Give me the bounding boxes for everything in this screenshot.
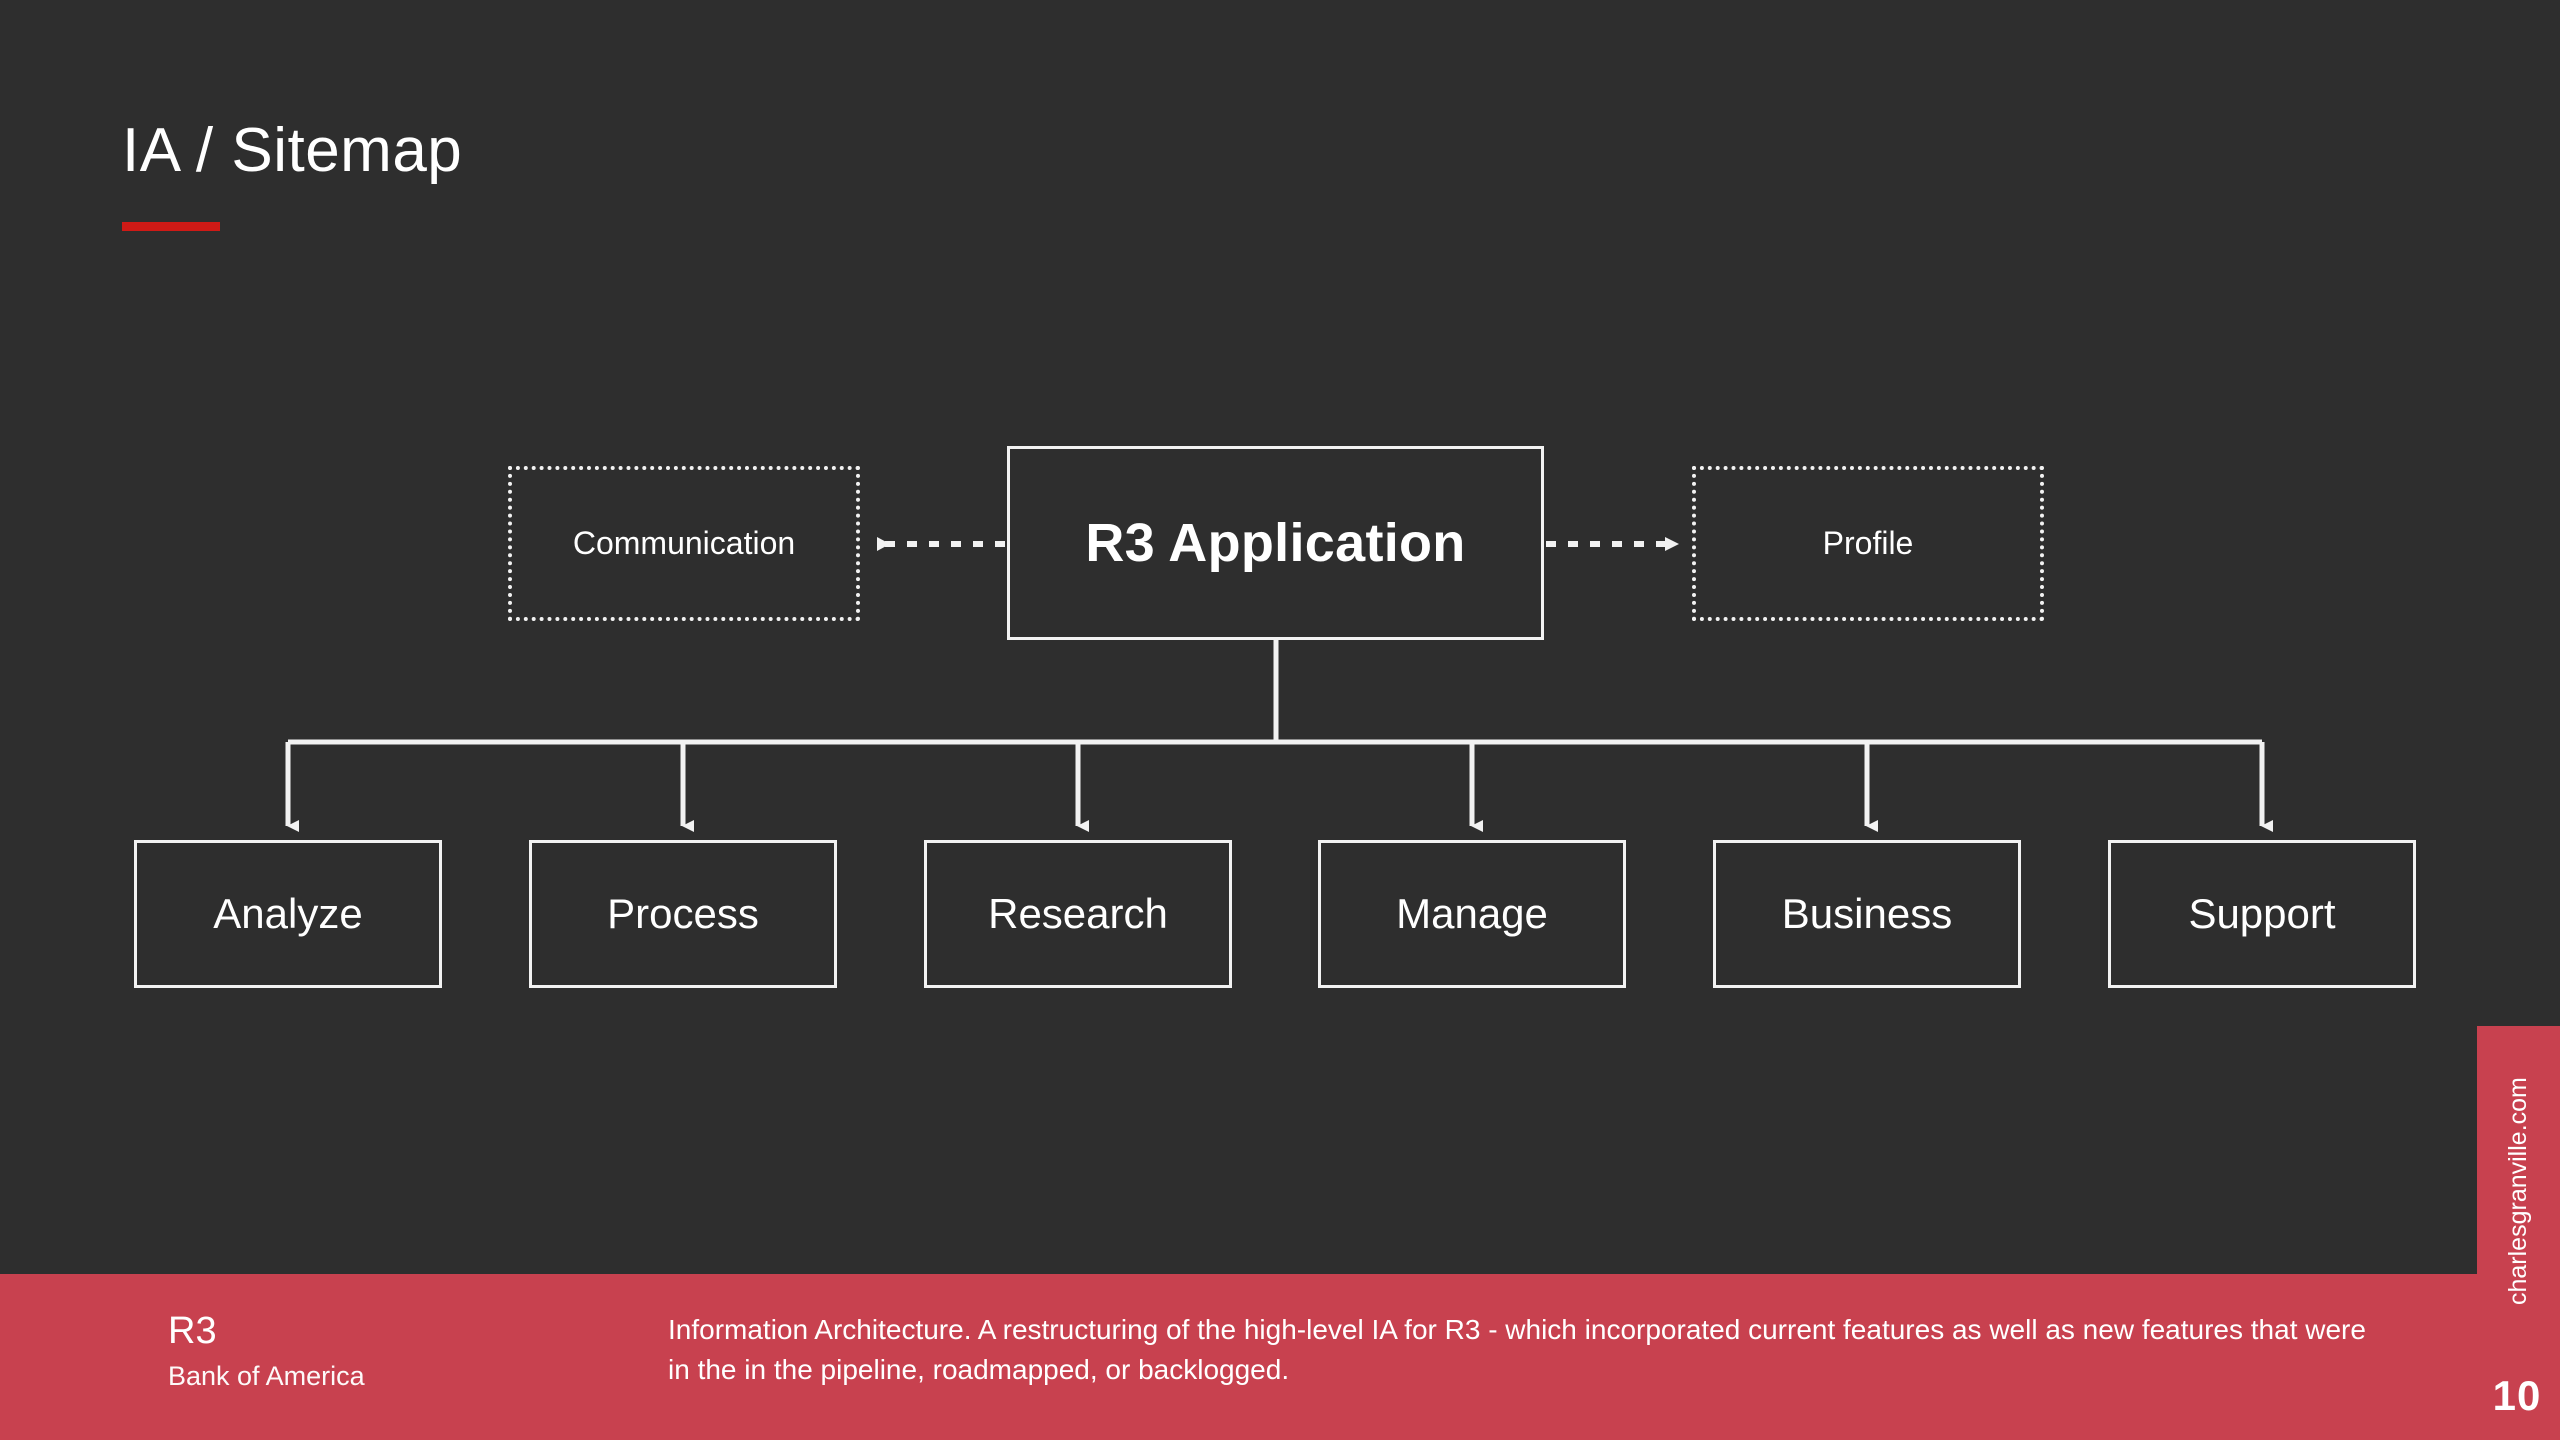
node-support[interactable]: Support bbox=[2108, 840, 2416, 988]
node-analyze[interactable]: Analyze bbox=[134, 840, 442, 988]
node-analyze-label: Analyze bbox=[213, 890, 363, 937]
node-communication[interactable]: Communication bbox=[508, 466, 860, 621]
footer-brand-name: R3 bbox=[168, 1310, 217, 1352]
node-process-label: Process bbox=[607, 890, 759, 937]
page-number: 10 bbox=[2492, 1372, 2542, 1419]
node-r3-application[interactable]: R3 Application bbox=[1007, 446, 1544, 640]
footer-brand: R3 Bank of America bbox=[168, 1310, 365, 1392]
sidebar-strip: charlesgranville.com bbox=[2477, 1026, 2560, 1440]
node-profile[interactable]: Profile bbox=[1692, 466, 2044, 621]
footer-bar bbox=[0, 1274, 2560, 1440]
footer-description: Information Architecture. A restructurin… bbox=[668, 1314, 2366, 1385]
node-communication-label: Communication bbox=[572, 525, 796, 561]
node-research-label: Research bbox=[988, 890, 1168, 937]
sidebar-website-url[interactable]: charlesgranville.com bbox=[2504, 1077, 2532, 1305]
node-business-label: Business bbox=[1781, 890, 1953, 937]
title-accent-rule bbox=[122, 222, 220, 231]
node-manage-label: Manage bbox=[1396, 890, 1548, 937]
node-manage[interactable]: Manage bbox=[1318, 840, 1626, 988]
node-support-label: Support bbox=[2188, 890, 2336, 937]
page-title: IA / Sitemap bbox=[122, 116, 463, 185]
node-business[interactable]: Business bbox=[1713, 840, 2021, 988]
footer-brand-client: Bank of America bbox=[168, 1360, 365, 1391]
node-process[interactable]: Process bbox=[529, 840, 837, 988]
node-research[interactable]: Research bbox=[924, 840, 1232, 988]
node-profile-label: Profile bbox=[1822, 525, 1914, 561]
node-r3-application-label: R3 Application bbox=[1085, 513, 1466, 573]
